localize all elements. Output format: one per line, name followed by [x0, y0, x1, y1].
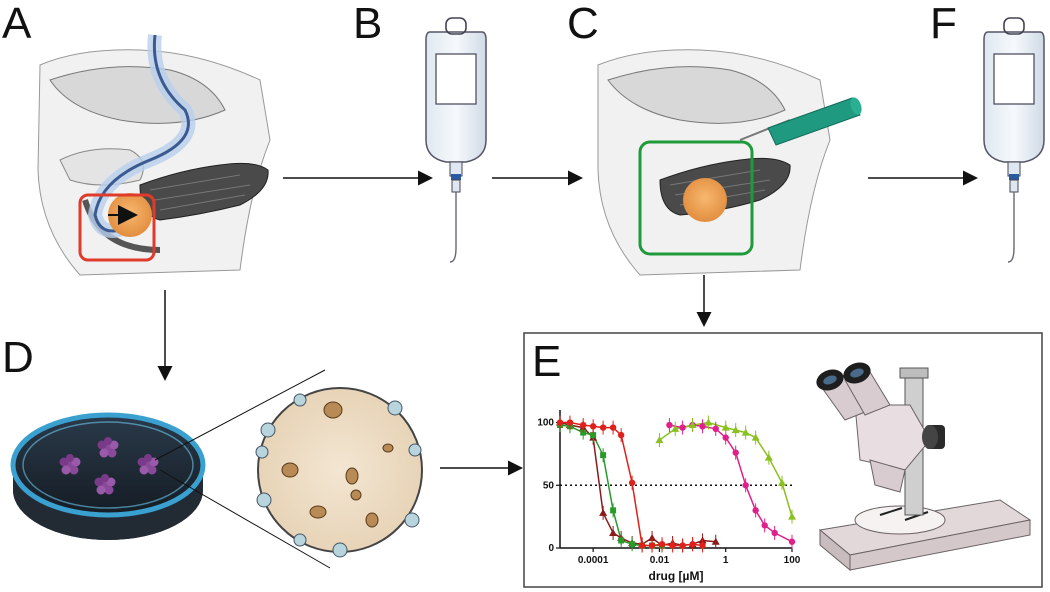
zoom-line-top — [154, 369, 326, 461]
data-point — [771, 529, 778, 537]
panel-label-c: C — [567, 0, 599, 48]
dose-response-chart: drug [µM] 0 50 100 0.0001 0.01 1 100 — [537, 410, 801, 583]
data-point — [711, 537, 720, 545]
data-point — [712, 425, 719, 433]
stereo-microscope — [816, 362, 1032, 572]
data-point — [752, 507, 759, 514]
data-point — [788, 512, 796, 520]
panel-label-b: B — [353, 0, 383, 48]
data-point — [638, 542, 646, 549]
data-point — [699, 423, 706, 430]
data-point — [580, 429, 587, 436]
data-point — [689, 541, 696, 548]
data-point — [699, 542, 706, 549]
panel-label-d: D — [2, 333, 34, 382]
data-point — [679, 424, 686, 431]
y-tick-label: 0 — [548, 543, 554, 554]
zoom-line-bottom — [159, 469, 331, 569]
data-point — [648, 542, 656, 549]
data-point — [590, 432, 597, 439]
panel-a-anatomy-illustration — [37, 34, 271, 276]
iv-bag-b — [425, 17, 487, 263]
data-point — [599, 508, 608, 516]
x-tick-label: 100 — [784, 555, 801, 566]
organoid-zoom — [255, 387, 423, 558]
data-point — [589, 423, 597, 430]
panel-e-frame — [523, 332, 1043, 588]
x-tick-label: 0.01 — [650, 555, 670, 566]
data-point — [610, 507, 617, 514]
iv-bag-f — [983, 17, 1045, 263]
data-point — [666, 421, 673, 429]
data-point — [722, 434, 729, 441]
panel-label-e: E — [532, 337, 561, 386]
data-point — [566, 419, 574, 426]
data-point — [721, 423, 730, 431]
data-point — [704, 418, 713, 426]
data-point — [679, 542, 686, 549]
data-point — [741, 428, 750, 436]
data-point — [658, 541, 666, 548]
data-point — [628, 479, 636, 486]
data-point — [599, 424, 607, 431]
x-tick-label: 1 — [723, 555, 729, 566]
data-point — [751, 433, 760, 441]
data-point — [778, 478, 787, 486]
data-point — [671, 424, 680, 432]
x-axis-title: drug [µM] — [649, 569, 704, 583]
panel-c-anatomy-illustration — [597, 49, 862, 276]
data-point — [669, 542, 676, 549]
data-point — [618, 537, 625, 544]
x-tick-label: 0.0001 — [578, 555, 609, 566]
data-point — [764, 453, 773, 461]
data-point — [579, 421, 587, 429]
data-point — [688, 421, 697, 429]
panel-label-a: A — [2, 0, 32, 48]
data-point — [609, 528, 618, 536]
data-point — [617, 431, 625, 439]
panel-label-f: F — [930, 0, 957, 48]
data-point — [788, 538, 796, 545]
data-point — [742, 482, 749, 489]
data-point — [609, 424, 617, 431]
data-point — [655, 436, 664, 444]
data-point — [629, 541, 636, 548]
data-point — [556, 419, 564, 426]
data-point — [731, 426, 740, 434]
y-tick-label: 100 — [537, 418, 554, 429]
data-point — [600, 452, 607, 459]
data-point — [761, 522, 768, 529]
data-point — [648, 533, 657, 541]
data-point — [732, 449, 739, 456]
y-tick-label: 50 — [543, 480, 555, 491]
